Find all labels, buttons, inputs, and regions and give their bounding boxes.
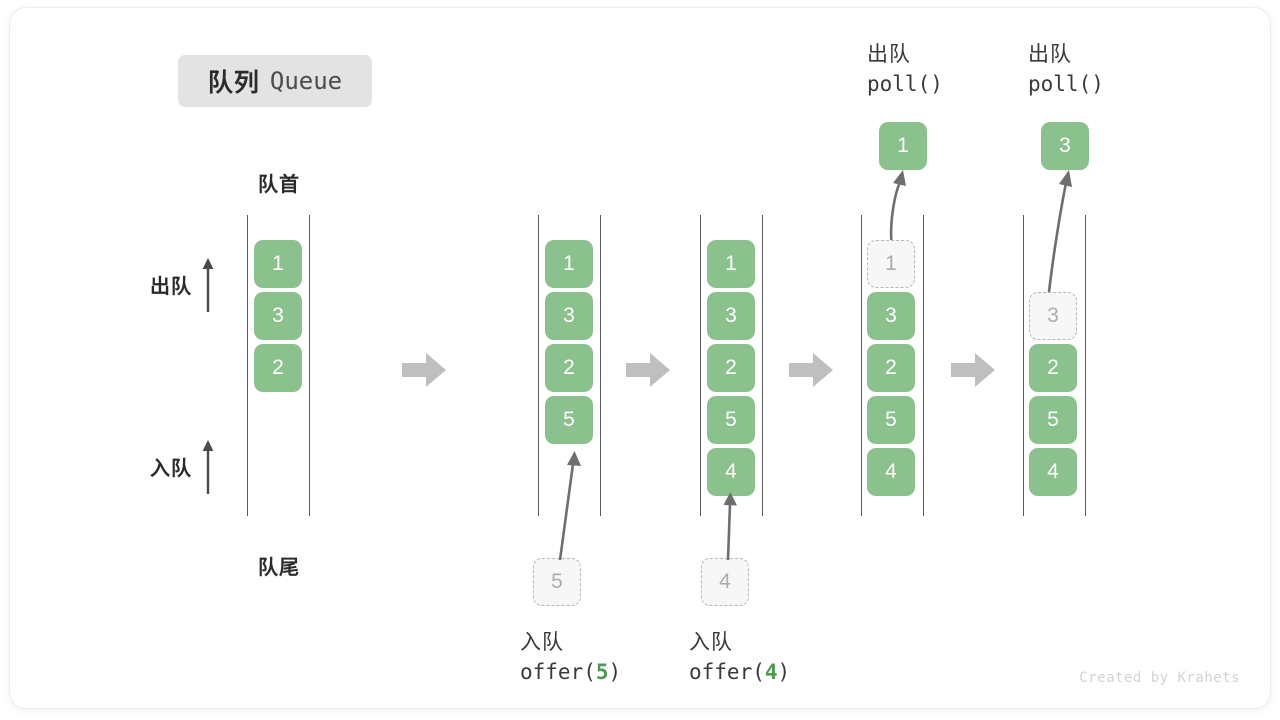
incoming-ghost-slot: 5	[533, 558, 581, 606]
rail-left-5	[1023, 215, 1024, 516]
queue-slot: 1	[545, 240, 593, 288]
step-arrow-icon	[626, 353, 670, 387]
rail-right-2	[600, 215, 601, 516]
enqueue-arrow-icon	[723, 492, 737, 561]
queue-slot: 1	[707, 240, 755, 288]
incoming-ghost-slot: 4	[701, 558, 749, 606]
queue-slot: 4	[1029, 448, 1077, 496]
step-caption-cn: 出队	[867, 43, 911, 66]
step-arrow-icon	[951, 353, 995, 387]
enqueue-side-label: 入队	[150, 438, 215, 494]
watermark: Created by Krahets	[1079, 670, 1240, 686]
enqueue-arrow-icon	[558, 451, 581, 561]
step-caption-code: offer(4)	[689, 660, 790, 684]
dequeue-arrow-icon	[889, 170, 906, 249]
queue-slot: 2	[867, 344, 915, 392]
title-en: Queue	[269, 67, 343, 95]
queue-slot: 5	[545, 396, 593, 444]
popped-slot: 3	[1041, 122, 1089, 170]
step-caption-cn: 入队	[520, 631, 564, 654]
queue-slot: 2	[707, 344, 755, 392]
code-close: )	[777, 660, 791, 684]
title-badge: 队列 Queue	[178, 55, 372, 107]
dequeued-ghost-slot: 3	[1029, 292, 1077, 340]
rail-left-4	[861, 215, 862, 516]
queue-slot: 3	[867, 292, 915, 340]
step-caption-code: poll()	[1028, 72, 1104, 96]
enqueue-label-text: 入队	[150, 457, 192, 480]
step-caption-cn: 出队	[1028, 43, 1072, 66]
dequeue-label-text: 出队	[150, 275, 192, 298]
popped-slot: 1	[879, 122, 927, 170]
step-arrow-icon	[789, 353, 833, 387]
queue-slot: 2	[545, 344, 593, 392]
queue-slot: 5	[867, 396, 915, 444]
queue-slot: 1	[254, 240, 302, 288]
step-caption-2: 入队 offer(5)	[520, 626, 621, 684]
code-open: offer(	[520, 660, 596, 684]
step-caption-code: poll()	[867, 72, 943, 96]
dequeue-side-label: 出队	[150, 256, 215, 312]
diagram-card: 队列 Queue 队首 队尾 出队 入队 1 3 2 1 3 2	[10, 8, 1270, 708]
enqueue-up-arrow-icon	[202, 440, 214, 494]
dequeue-up-arrow-icon	[202, 258, 214, 312]
dequeue-arrow-icon	[1046, 170, 1072, 302]
rail-right-5	[1085, 215, 1086, 516]
queue-slot: 5	[707, 396, 755, 444]
rail-right-3	[762, 215, 763, 516]
rail-right-4	[923, 215, 924, 516]
queue-slot: 4	[867, 448, 915, 496]
code-arg: 5	[595, 660, 609, 684]
step-caption-code: offer(5)	[520, 660, 621, 684]
rail-left-3	[700, 215, 701, 516]
queue-slot: 5	[1029, 396, 1077, 444]
queue-slot: 3	[545, 292, 593, 340]
code-arg: 4	[764, 660, 778, 684]
rail-right-1	[309, 215, 310, 516]
queue-front-label: 队首	[258, 174, 300, 196]
rail-left-2	[538, 215, 539, 516]
queue-slot: 2	[254, 344, 302, 392]
queue-slot: 2	[1029, 344, 1077, 392]
title-cn: 队列	[207, 69, 260, 97]
queue-rear-label: 队尾	[258, 557, 300, 579]
step-arrow-icon	[402, 353, 446, 387]
step-caption-3: 入队 offer(4)	[689, 626, 790, 684]
dequeued-ghost-slot: 1	[867, 240, 915, 288]
queue-slot: 3	[254, 292, 302, 340]
queue-slot: 3	[707, 292, 755, 340]
queue-slot: 4	[707, 448, 755, 496]
step-caption-5: 出队 poll()	[1028, 38, 1104, 96]
code-close: )	[608, 660, 622, 684]
code-open: offer(	[689, 660, 765, 684]
step-caption-4: 出队 poll()	[867, 38, 943, 96]
rail-left-1	[247, 215, 248, 516]
step-caption-cn: 入队	[689, 631, 733, 654]
